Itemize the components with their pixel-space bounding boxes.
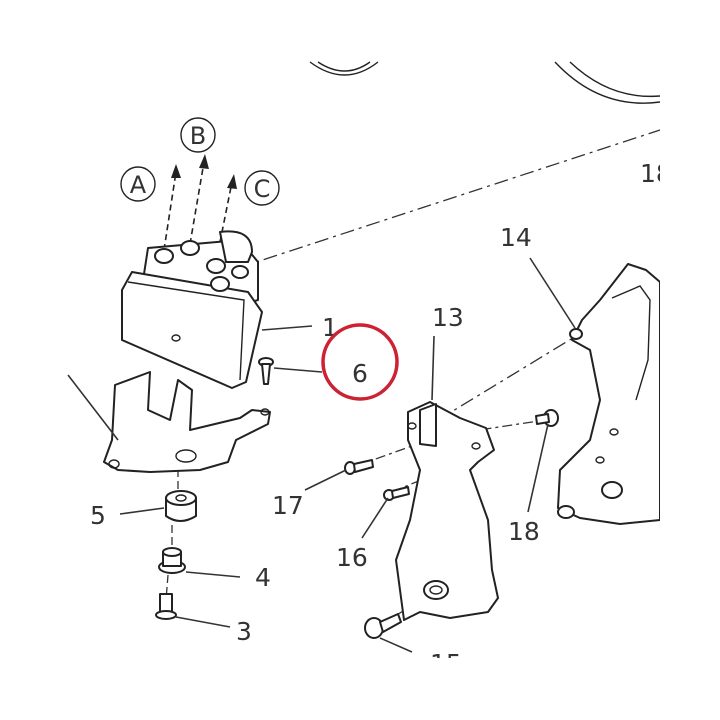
abs-modulator-unit [121,230,263,389]
screw-17 [344,459,374,475]
screw-6 [258,357,274,385]
crop-mask-right [660,0,720,720]
crop-mask-bottom [0,658,720,720]
bolt-15 [364,613,402,639]
svg-text:B: B [190,122,206,150]
bolt-3 [155,593,177,620]
svg-text:A: A [130,171,147,199]
port-label-c: C [244,170,280,206]
callout-16: 16 [336,543,368,572]
leader-lines [119,257,576,653]
rubber-damper [165,490,197,522]
callout-17: 17 [272,491,304,520]
callout-13: 13 [432,303,464,332]
callout-4: 4 [255,563,271,592]
callout-5: 5 [90,501,106,530]
bolt-18 [535,409,559,427]
screw-16 [383,486,410,501]
main-frame [557,263,661,525]
callout-14: 14 [500,223,532,252]
highlight-circle [321,323,399,401]
abs-mounting-bracket [67,371,271,473]
callout-6: 6 [352,359,368,388]
port-label-b: B [180,117,216,153]
svg-text:C: C [254,175,271,203]
spacer-collar [158,547,186,574]
vehicle-frame-outline [309,61,661,104]
port-label-a: A [120,166,156,202]
callout-18: 18 [508,517,540,546]
crop-mask-top [0,0,720,60]
callout-3: 3 [236,617,252,646]
hanger-bracket [395,401,499,621]
